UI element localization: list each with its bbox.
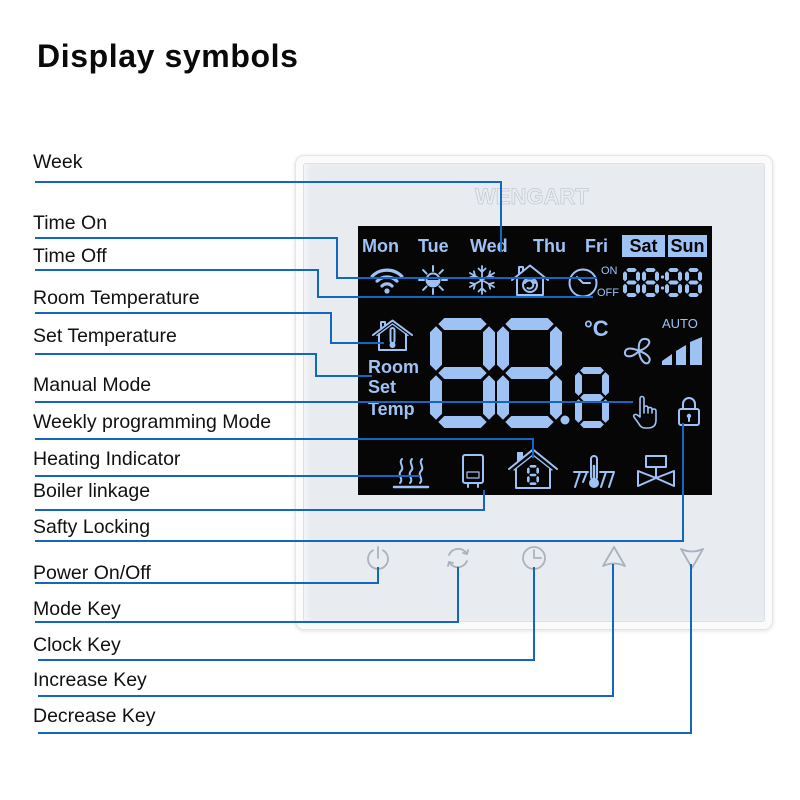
callout-heating-indicator: Heating Indicator — [33, 448, 181, 470]
callout-time-off: Time Off — [33, 245, 107, 267]
set-label: Set — [368, 377, 397, 397]
snowflake-icon — [469, 265, 495, 295]
callout-safety-locking: Safty Locking — [33, 516, 151, 538]
callout-power-on-off: Power On/Off — [33, 562, 151, 584]
callout-increase-key: Increase Key — [33, 669, 147, 691]
day-tue: Tue — [418, 236, 449, 256]
fan-speed-bars-icon — [662, 337, 702, 365]
clock-icon — [568, 268, 598, 298]
house-fan-icon — [511, 264, 549, 296]
triangle-down-icon — [680, 548, 704, 569]
valve-icon — [637, 455, 675, 487]
floor-thermometer-icon — [573, 455, 615, 488]
room-label: Room — [368, 357, 419, 377]
day-sun: Sun — [668, 235, 707, 257]
callout-boiler-linkage: Boiler linkage — [33, 480, 151, 502]
mode-key[interactable] — [443, 546, 473, 570]
callout-weekly-programming-mode: Weekly programming Mode — [33, 411, 272, 433]
callout-set-temperature: Set Temperature — [33, 325, 177, 347]
callout-clock-key: Clock Key — [33, 634, 121, 656]
clock-display — [623, 268, 702, 297]
decrease-key[interactable] — [679, 546, 705, 570]
callout-mode-key: Mode Key — [33, 598, 121, 620]
timer-on-label: ON — [601, 265, 618, 277]
day-fri: Fri — [585, 236, 609, 256]
fan-icon — [623, 337, 651, 365]
callout-manual-mode: Manual Mode — [33, 374, 152, 396]
lock-icon — [678, 397, 700, 426]
day-mon: Mon — [362, 236, 399, 256]
hand-icon — [632, 395, 657, 429]
triangle-up-icon — [602, 546, 626, 567]
wifi-icon — [370, 268, 404, 294]
main-temperature-display — [430, 318, 609, 428]
callout-time-on: Time On — [33, 212, 108, 234]
power-key[interactable] — [364, 546, 392, 570]
callout-room-temperature: Room Temperature — [33, 287, 200, 309]
timer-off-label: OFF — [597, 287, 619, 299]
page-title: Display symbols — [37, 38, 299, 74]
mode-cycle-icon — [447, 547, 469, 569]
clock-key[interactable] — [520, 546, 548, 570]
house-thermometer-icon — [372, 319, 413, 351]
brand-logo: WENGART — [475, 184, 589, 209]
boiler-icon — [462, 454, 484, 488]
increase-key[interactable] — [601, 545, 627, 569]
day-thu: Thu — [533, 236, 566, 256]
clock-icon — [522, 546, 546, 570]
fan-auto-label: AUTO — [662, 316, 698, 331]
callout-week: Week — [33, 151, 83, 173]
celsius-unit: °C — [584, 316, 609, 341]
day-sat: Sat — [622, 235, 665, 257]
heating-icon — [392, 458, 430, 489]
power-icon — [367, 546, 389, 570]
day-wed: Wed — [470, 236, 508, 256]
weekly-program-house-icon — [508, 448, 558, 489]
temp-label: Temp — [368, 399, 415, 419]
callout-decrease-key: Decrease Key — [33, 705, 156, 727]
sun-icon — [418, 265, 448, 295]
